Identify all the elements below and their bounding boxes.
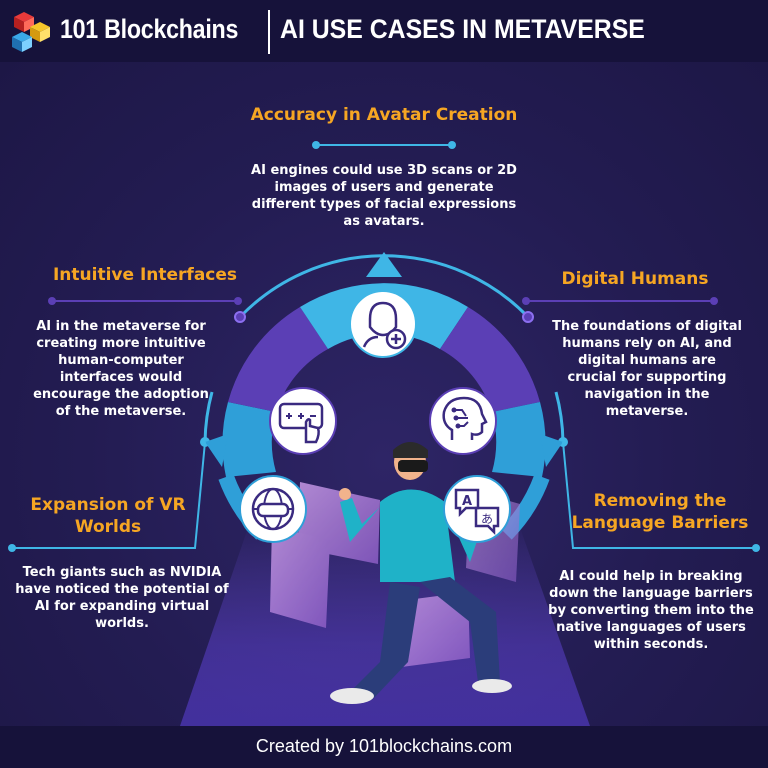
translate-icon: A あ — [443, 475, 511, 543]
heading-avatar-creation: Accuracy in Avatar Creation — [250, 105, 518, 125]
brand-name: 101 Blockchains — [60, 14, 239, 44]
heading-language-barriers: Removing the Language Barriers — [571, 491, 749, 533]
main-panel: A あ Accuracy in Avatar Creation AI engin… — [0, 62, 768, 726]
text-vr-worlds: Tech giants such as NVIDIA have noticed … — [15, 565, 229, 631]
page-title: AI USE CASES IN METAVERSE — [280, 14, 645, 44]
logo-cubes-icon — [12, 12, 50, 52]
text-language-barriers: AI could help in breaking down the langu… — [548, 569, 754, 652]
heading-vr-worlds: Expansion of VR Worlds — [30, 495, 186, 537]
ai-brain-icon — [429, 387, 497, 455]
heading-intuitive-interfaces: Intuitive Interfaces — [52, 265, 238, 285]
text-avatar-creation: AI engines could use 3D scans or 2D imag… — [251, 163, 517, 229]
vr-globe-icon — [239, 475, 307, 543]
footer: Created by 101blockchains.com — [0, 726, 768, 768]
text-intuitive-interfaces: AI in the metaverse for creating more in… — [33, 319, 209, 419]
header: 101 Blockchains AI USE CASES IN METAVERS… — [0, 0, 768, 62]
footer-credit: Created by 101blockchains.com — [255, 736, 513, 756]
center-artwork — [8, 141, 760, 726]
vr-user-figure — [330, 442, 512, 704]
svg-text:A: A — [462, 494, 472, 509]
text-digital-humans: The foundations of digital humans rely o… — [552, 319, 742, 419]
heading-digital-humans: Digital Humans — [561, 269, 709, 289]
interface-touch-icon — [269, 387, 337, 455]
avatar-plus-icon — [349, 290, 417, 358]
svg-text:あ: あ — [481, 512, 493, 526]
header-divider — [268, 10, 270, 54]
